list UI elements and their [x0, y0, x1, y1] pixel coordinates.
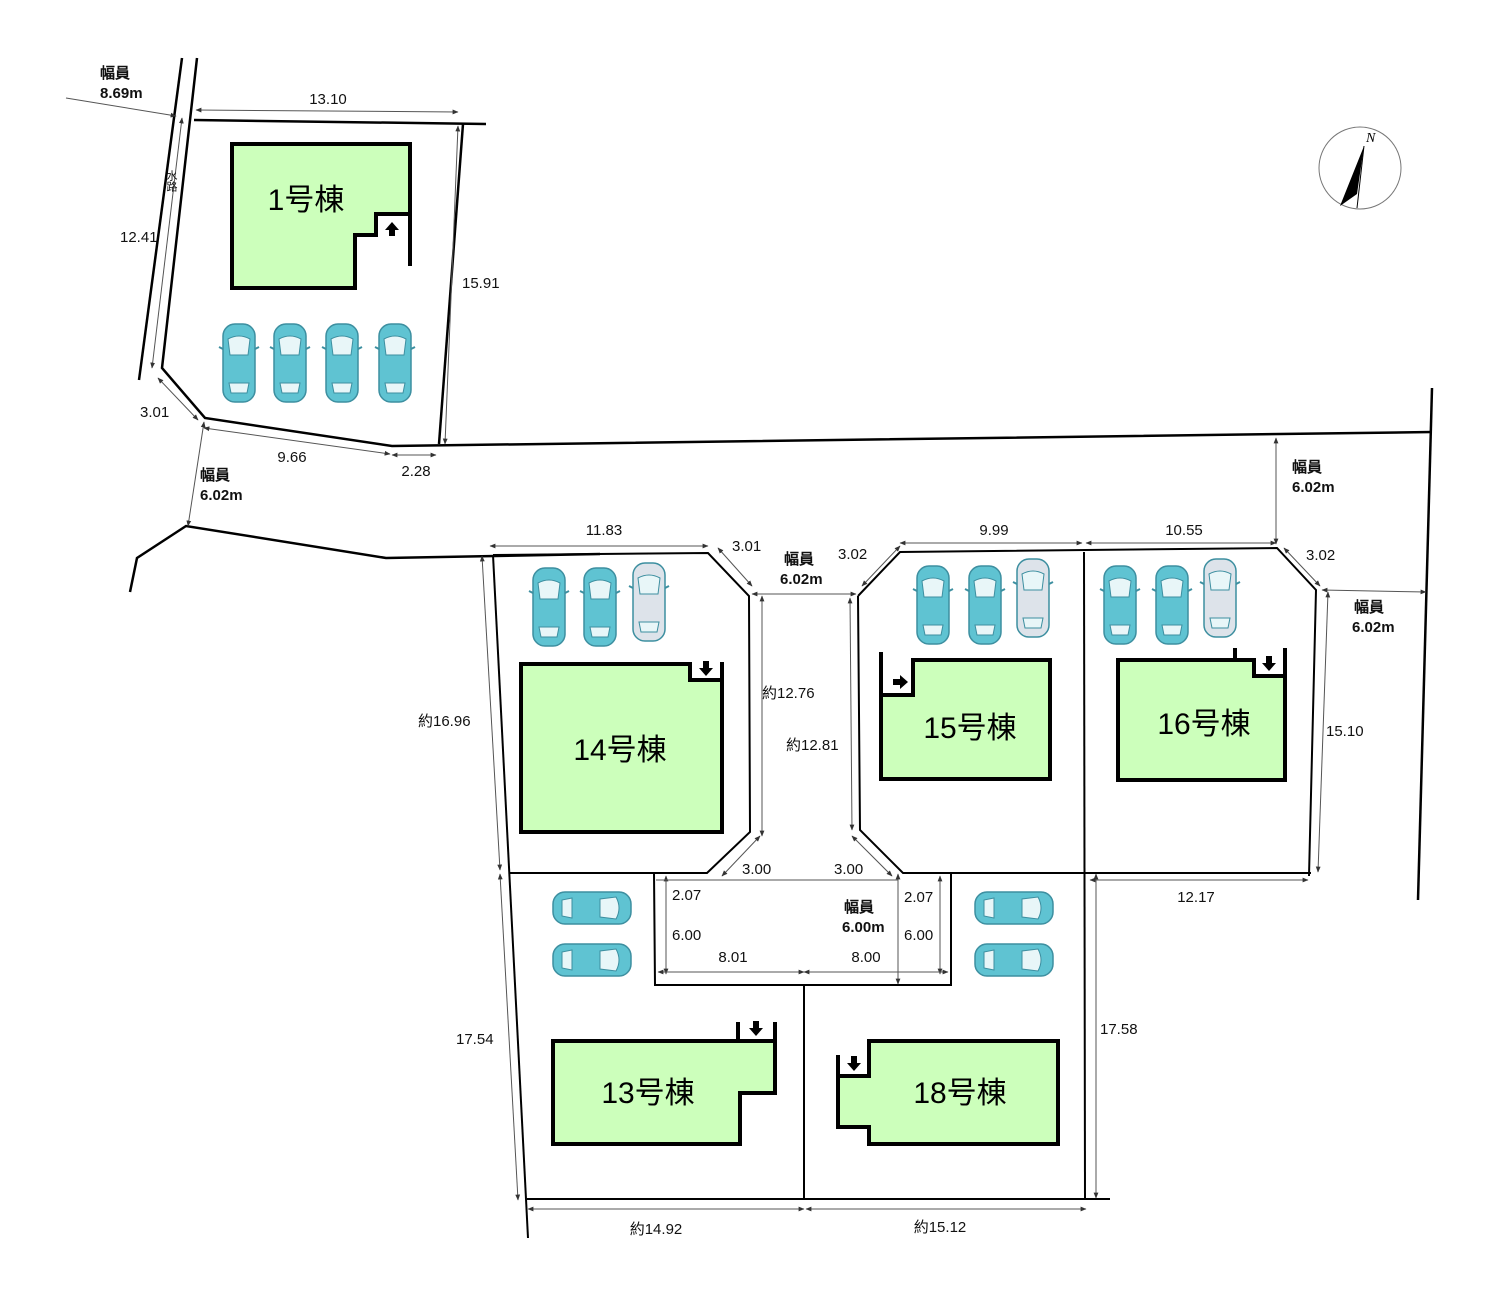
dim-12-76: 約12.76	[762, 685, 815, 702]
entrance-arrow-icon	[1262, 656, 1276, 671]
road-label-center-top: 幅員	[784, 550, 814, 568]
dim-16-96: 約16.96	[418, 713, 471, 730]
dim-2-28: 2.28	[401, 463, 430, 480]
dim-3-01-a: 3.01	[140, 404, 169, 421]
building-18-label: 18号棟	[913, 1077, 1006, 1110]
building-16: 16号棟	[1116, 648, 1287, 782]
road-width-right-side: 6.02m	[1352, 619, 1395, 636]
dim-12-17: 12.17	[1177, 889, 1215, 906]
road-label-left-mid: 幅員	[200, 466, 230, 484]
dim-8-01: 8.01	[718, 949, 747, 966]
entrance-arrow-icon	[385, 222, 399, 236]
building-15: 15号棟	[879, 652, 1052, 781]
road-width-labels: 幅員 8.69m 幅員 6.02m 幅員 6.02m 幅員 6.02m 幅員 6…	[100, 64, 1395, 936]
building-13: 13号棟	[551, 1021, 777, 1146]
dim-6-00-b: 6.00	[904, 927, 933, 944]
building-16-label: 16号棟	[1157, 708, 1250, 741]
entrance-arrow-icon	[847, 1056, 861, 1071]
road-label-center-bottom: 幅員	[844, 898, 874, 916]
building-13-label: 13号棟	[601, 1077, 694, 1110]
dim-2-07-b: 2.07	[904, 889, 933, 906]
building-14-label: 14号棟	[573, 734, 666, 767]
entrance-arrow-icon	[893, 675, 908, 689]
road-label-right-top: 幅員	[1292, 458, 1322, 476]
dim-3-00-a: 3.00	[742, 861, 771, 878]
dim-15-10: 15.10	[1326, 723, 1364, 740]
building-15-label: 15号棟	[923, 712, 1016, 745]
dimension-labels: 13.10 12.41 15.91 3.01 9.66 2.28 11.83 3…	[120, 91, 1364, 1238]
dim-3-02-b: 3.02	[1306, 547, 1335, 564]
waterway-label: 水路	[165, 170, 178, 193]
dim-6-00-a: 6.00	[672, 927, 701, 944]
road-label-top-left: 幅員	[100, 64, 130, 82]
building-1: 1号棟	[230, 142, 412, 290]
lot-lines	[492, 546, 1318, 1239]
dim-8-00: 8.00	[851, 949, 880, 966]
entrance-arrow-icon	[749, 1021, 763, 1036]
dim-9-99: 9.99	[979, 522, 1008, 539]
dim-3-01-b: 3.01	[732, 538, 761, 555]
dim-11-83: 11.83	[586, 522, 622, 539]
north-compass-icon: N	[1318, 126, 1402, 210]
dim-15-12: 約15.12	[914, 1219, 967, 1236]
building-1-label: 1号棟	[268, 184, 345, 217]
dim-17-54: 17.54	[456, 1031, 494, 1048]
dim-12-81: 約12.81	[786, 737, 839, 754]
road-width-left-mid: 6.02m	[200, 487, 243, 504]
dim-3-00-b: 3.00	[834, 861, 863, 878]
dim-3-02-a: 3.02	[838, 546, 867, 563]
road-width-center-bottom: 6.00m	[842, 919, 885, 936]
dim-13-10: 13.10	[309, 91, 347, 108]
dim-9-66: 9.66	[277, 449, 306, 466]
dim-15-91: 15.91	[462, 275, 500, 292]
road-width-center-top: 6.02m	[780, 571, 823, 588]
road-width-top-left: 8.69m	[100, 85, 143, 102]
dim-14-92: 約14.92	[630, 1221, 683, 1238]
road-label-right-side: 幅員	[1354, 598, 1384, 616]
dim-10-55: 10.55	[1165, 522, 1203, 539]
dim-17-58: 17.58	[1100, 1021, 1138, 1038]
compass-north-label: N	[1365, 131, 1376, 146]
parking-cars	[218, 323, 1241, 977]
dim-2-07-a: 2.07	[672, 887, 701, 904]
building-18: 18号棟	[836, 1039, 1060, 1146]
road-width-right-top: 6.02m	[1292, 479, 1335, 496]
entrance-arrow-icon	[699, 661, 713, 676]
dim-12-41: 12.41	[120, 229, 158, 246]
building-14: 14号棟	[519, 661, 724, 834]
dimension-lines	[65, 97, 1427, 1212]
